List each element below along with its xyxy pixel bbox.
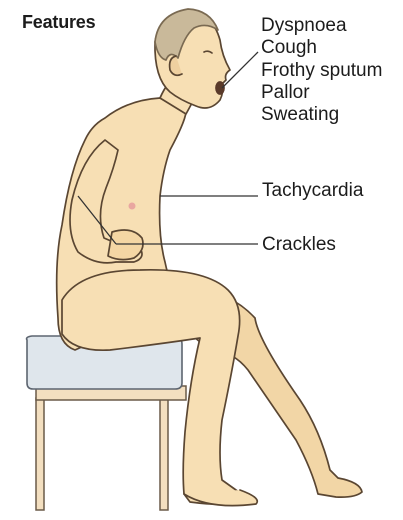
feature-frothy-sputum: Frothy sputum <box>261 60 382 82</box>
feature-dyspnoea: Dyspnoea <box>261 15 382 37</box>
feature-cough: Cough <box>261 37 382 59</box>
feature-sweating: Sweating <box>261 104 382 126</box>
bench-leg-left <box>36 398 44 510</box>
nipple <box>129 203 136 210</box>
bench-leg-right <box>160 398 168 510</box>
feature-pallor: Pallor <box>261 82 382 104</box>
features-list: Dyspnoea Cough Frothy sputum Pallor Swea… <box>261 15 382 126</box>
callout-tachycardia: Tachycardia <box>262 180 363 201</box>
callout-crackles: Crackles <box>262 234 336 255</box>
bench <box>27 336 186 510</box>
hand <box>108 230 143 260</box>
diagram-title: Features <box>22 12 95 33</box>
